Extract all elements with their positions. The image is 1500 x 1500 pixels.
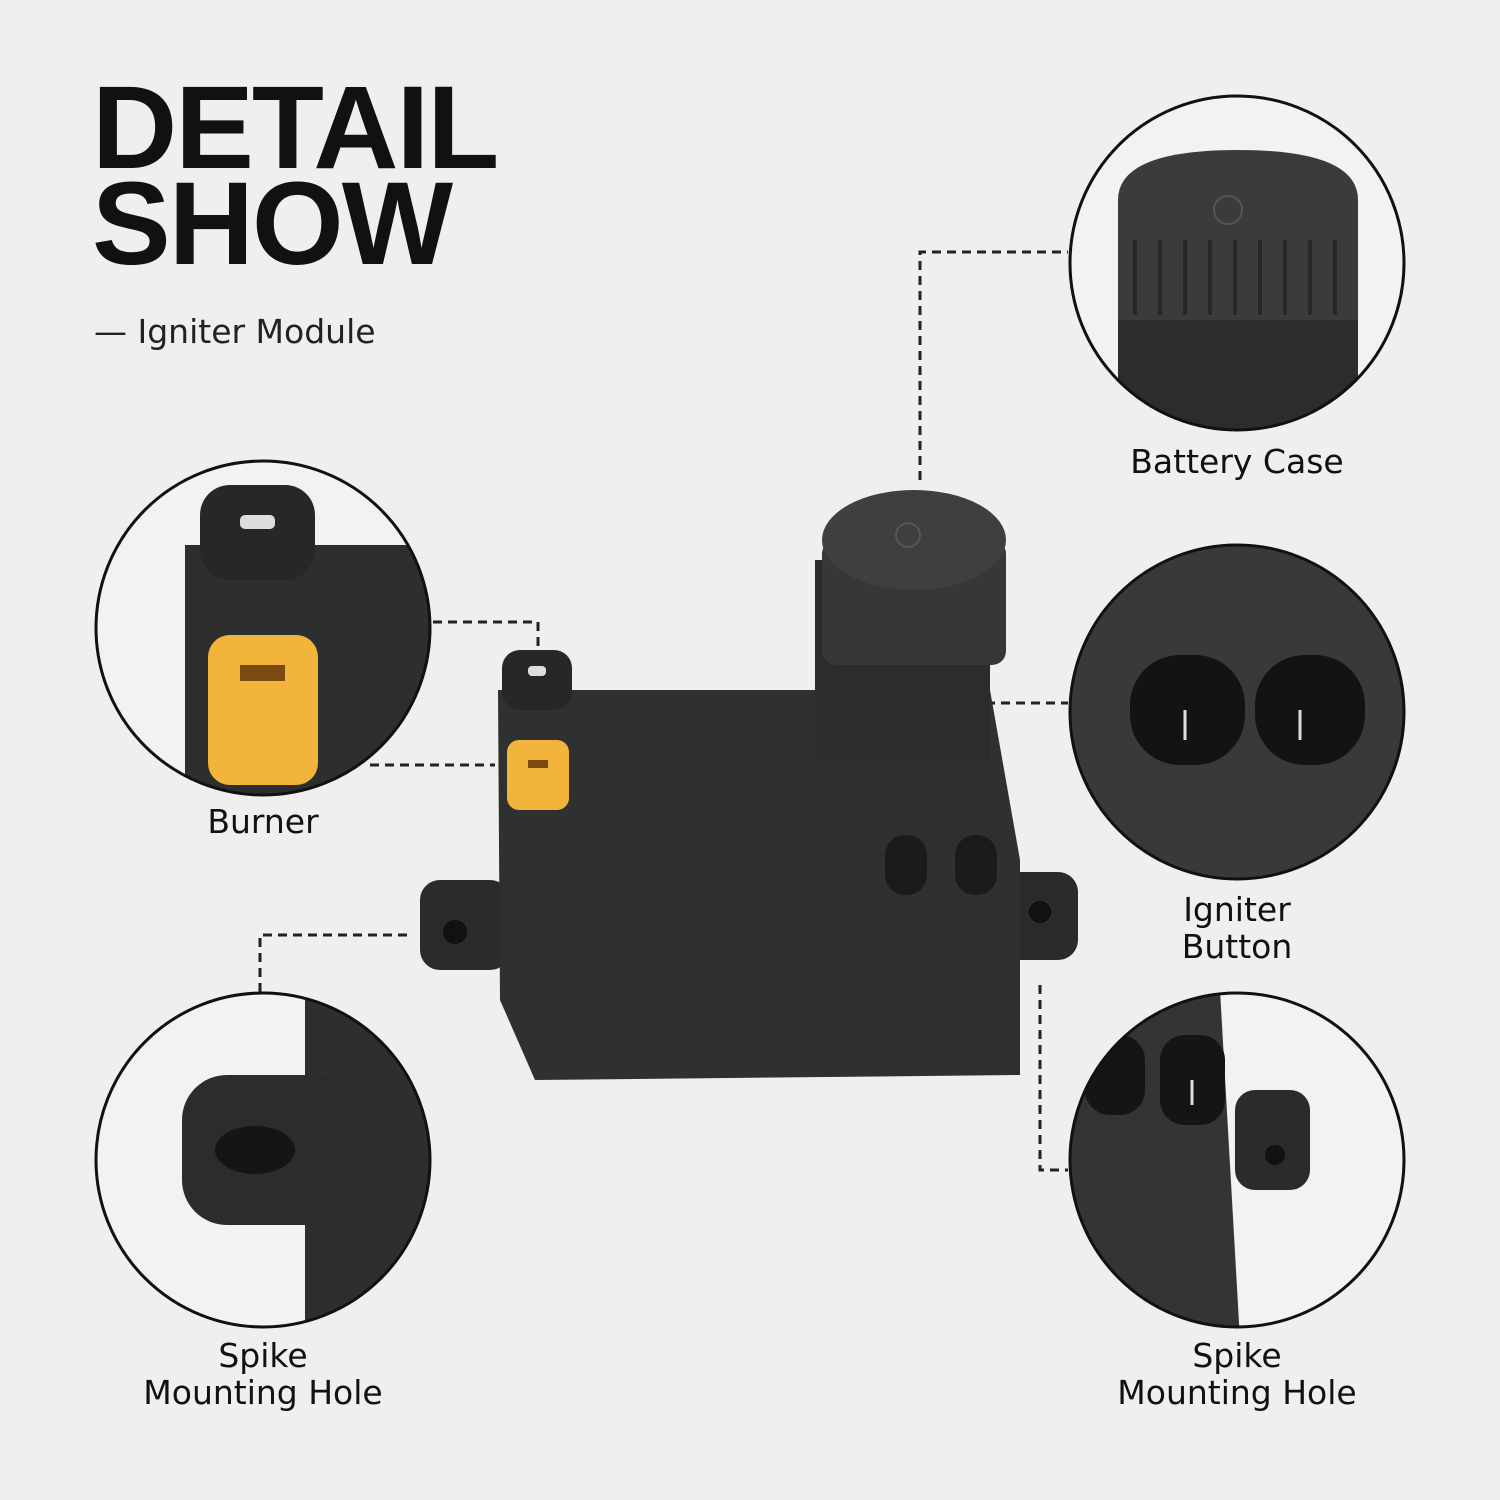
title-line-2: SHOW — [92, 158, 453, 290]
battery-case-circle — [1068, 94, 1406, 432]
spike-mounting-hole-right-circle — [1068, 991, 1406, 1329]
spike-label-line2: Mounting Hole — [1117, 1373, 1357, 1412]
title-line-1: DETAIL — [92, 62, 499, 194]
page-subtitle: — Igniter Module — [94, 312, 376, 351]
spike-mounting-hole-left-circle — [94, 991, 432, 1329]
spike-label-line2: Mounting Hole — [143, 1373, 383, 1412]
spike-label-line1: Spike — [218, 1336, 308, 1375]
igniter-button-label: Igniter Button — [1037, 891, 1437, 965]
igniter-button-circle — [1068, 543, 1406, 881]
igniter-module — [420, 490, 1078, 1080]
battery-case-label: Battery Case — [1130, 442, 1344, 481]
page-title: DETAIL SHOW — [92, 62, 499, 290]
spike-mounting-hole-right-label: Spike Mounting Hole — [1037, 1337, 1437, 1411]
igniter-button-label-line1: Igniter — [1183, 890, 1291, 929]
burner-detail — [96, 461, 430, 795]
spike-mounting-hole-left-label: Spike Mounting Hole — [63, 1337, 463, 1411]
spike-label-line1: Spike — [1192, 1336, 1282, 1375]
burner-connector — [507, 740, 569, 810]
spike-mounting-hole-right-detail — [1070, 993, 1404, 1327]
igniter-button-label-line2: Button — [1181, 927, 1293, 966]
battery-case-detail — [1070, 96, 1404, 430]
burner-circle — [94, 459, 432, 797]
burner-label: Burner — [207, 802, 319, 841]
igniter-button-detail — [1070, 545, 1404, 879]
